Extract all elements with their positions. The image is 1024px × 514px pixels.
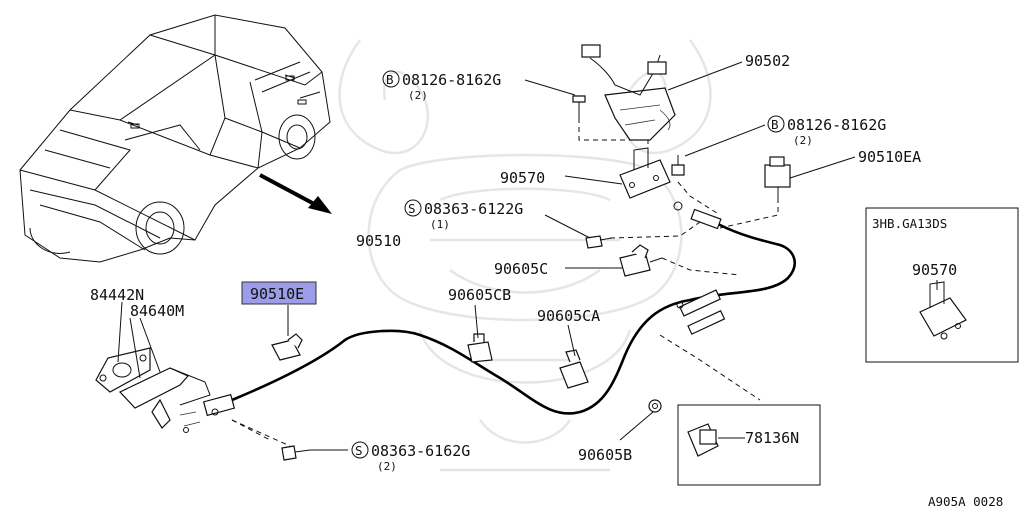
label-90605b: 90605B: [578, 446, 632, 464]
qty-b1: (2): [408, 89, 428, 102]
cable-adjuster: [676, 289, 726, 335]
label-84442n: 84442N: [90, 286, 144, 304]
switch-90510ea: [764, 156, 791, 198]
bolt-b-left: [572, 95, 586, 118]
highlight-90510e: [241, 281, 317, 305]
knob-78136n: [687, 423, 719, 457]
code-s1: 08363-6122G: [424, 200, 523, 218]
code-s2: 08363-6162G: [371, 442, 470, 460]
grommet-90605b: [648, 399, 662, 413]
screw-s-lower: [281, 445, 311, 461]
label-84640m: 84640M: [130, 302, 184, 320]
label-90510ea: 90510EA: [858, 148, 921, 166]
label-90510: 90510: [356, 232, 401, 250]
qty-b2: (2): [793, 134, 813, 147]
clip-90605c: [619, 244, 663, 277]
callout-s2: S 08363-6162G (2): [351, 441, 470, 473]
callout-b2: B 08126-8162G (2): [767, 115, 886, 147]
callout-b1: B 08126-8162G (2): [382, 70, 501, 102]
qty-s2: (2): [377, 460, 397, 473]
car-outline: [19, 14, 331, 263]
label-90605c: 90605C: [494, 260, 548, 278]
label-90510e[interactable]: 90510E: [250, 285, 304, 303]
part-box-78136n: [677, 404, 821, 486]
code-b2: 08126-8162G: [787, 116, 886, 134]
code-b1: 08126-8162G: [402, 71, 501, 89]
striker-90570: [619, 147, 671, 199]
label-90502: 90502: [745, 52, 790, 70]
lid-lock-90502: [581, 44, 676, 141]
label-78136n: 78136N: [745, 429, 799, 447]
variant-title: 3HB.GA13DS: [872, 216, 947, 231]
clip-90605cb: [467, 333, 493, 363]
variant-striker-90570: [919, 281, 967, 340]
screw-s-upper: [585, 235, 613, 249]
clip-90605ca: [559, 349, 589, 389]
qty-s1: (1): [430, 218, 450, 231]
label-90605cb: 90605CB: [448, 286, 511, 304]
marker-b2: B: [771, 117, 779, 132]
release-cable: [230, 223, 796, 415]
opener-lever-84640m: [119, 367, 236, 433]
marker-s2: S: [355, 443, 363, 458]
reference-code: A905A 0028: [928, 494, 1003, 509]
bolt-b-right: [671, 155, 685, 176]
callout-s1: S 08363-6122G (1): [404, 199, 523, 231]
variant-box: [865, 207, 1019, 363]
pointer-arrow: [259, 173, 332, 214]
cable-end-lock: [673, 201, 722, 230]
marker-s1: S: [408, 201, 416, 216]
label-90570: 90570: [500, 169, 545, 187]
marker-b1: B: [386, 72, 394, 87]
label-90605ca: 90605CA: [537, 307, 600, 325]
variant-part-label: 90570: [912, 261, 957, 279]
watermark-emblem: [338, 39, 712, 472]
clip-90510e: [271, 333, 303, 361]
